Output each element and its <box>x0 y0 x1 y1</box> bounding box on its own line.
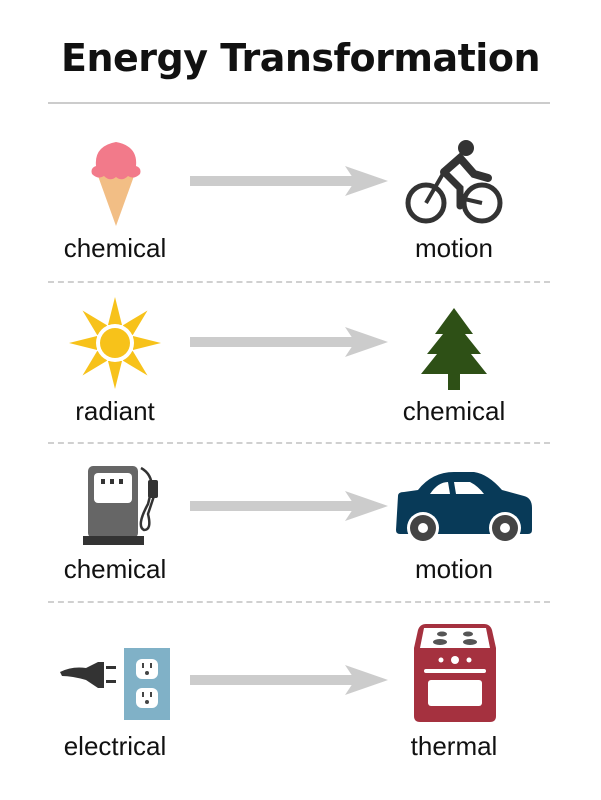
arrow-icon <box>190 665 388 695</box>
plug-outlet-icon <box>60 648 170 720</box>
ice-cream-icon <box>91 142 141 226</box>
source-label: chemical <box>63 233 167 263</box>
stove-icon <box>414 624 496 722</box>
arrow-icon <box>190 166 388 196</box>
bicycle-icon <box>405 140 503 224</box>
row-divider <box>48 601 550 603</box>
source-label: chemical <box>63 554 167 584</box>
title-divider <box>48 102 550 104</box>
gas-pump-icon <box>83 466 158 545</box>
tree-icon <box>421 308 487 390</box>
car-icon <box>396 472 532 544</box>
target-label: motion <box>414 554 494 584</box>
target-label: chemical <box>402 396 506 426</box>
row-divider <box>48 281 550 283</box>
arrow-icon <box>190 491 388 521</box>
source-label: radiant <box>75 396 155 426</box>
target-label: motion <box>414 233 494 263</box>
arrow-icon <box>190 327 388 357</box>
target-label: thermal <box>410 731 498 761</box>
sun-icon <box>69 297 161 389</box>
row-divider <box>48 442 550 444</box>
source-label: electrical <box>63 731 167 761</box>
page-title: Energy Transformation <box>61 36 541 80</box>
